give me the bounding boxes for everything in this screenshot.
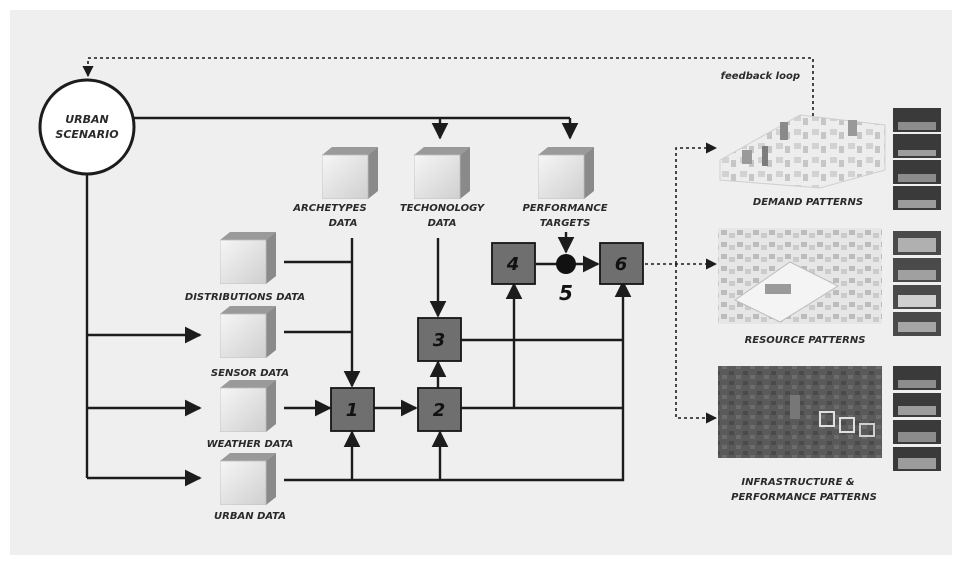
resource-patterns-image [718, 228, 882, 324]
technology-data-cube-icon [414, 147, 470, 199]
weather-label: WEATHER DATA [207, 439, 294, 450]
performance-label-2: TARGETS [540, 218, 591, 229]
feedback-loop-label: feedback loop [721, 71, 800, 82]
infrastructure-label-1: INFRASTRUCTURE & [741, 477, 854, 488]
archetypes-label-2: DATA [329, 218, 358, 229]
urban-scenario-label-2: SCENARIO [55, 128, 118, 141]
resource-patterns-label: RESOURCE PATTERNS [745, 335, 866, 346]
performance-label-1: PERFORMANCE [522, 203, 607, 214]
sensor-data-cube-icon [220, 306, 276, 358]
infrastructure-patterns-image [718, 366, 882, 458]
resource-patterns-charts [893, 231, 941, 336]
step-1-label: 1 [346, 400, 359, 421]
distributions-label: DISTRIBUTIONS DATA [185, 292, 305, 303]
sensor-label: SENSOR DATA [211, 368, 289, 379]
step-1-box [330, 387, 375, 432]
archetypes-data-cube-icon [322, 147, 378, 199]
urban-scenario-label-1: URBAN [65, 113, 109, 126]
weather-data-cube-icon [220, 380, 276, 432]
step-3-label: 3 [433, 330, 446, 351]
demand-patterns-image [719, 114, 886, 189]
step-2-box [417, 387, 462, 432]
step-5-node [556, 254, 576, 274]
step-6-label: 6 [615, 254, 628, 275]
technology-label-1: TECHONOLOGY [400, 203, 486, 214]
demand-patterns-label: DEMAND PATTERNS [753, 197, 863, 208]
step-6-box [599, 242, 644, 285]
connectors [85, 116, 632, 487]
output-connectors [645, 142, 718, 424]
urban-data-cube-icon [220, 453, 276, 505]
step-4-box [491, 242, 536, 285]
step-5-label: 5 [559, 281, 573, 305]
step-4-label: 4 [506, 254, 520, 275]
distributions-data-cube-icon [220, 232, 276, 284]
infrastructure-label-2: PERFORMANCE PATTERNS [731, 492, 877, 503]
infrastructure-patterns-charts [893, 366, 941, 471]
feedback-loop-connector [82, 57, 814, 152]
technology-label-2: DATA [428, 218, 457, 229]
archetypes-label-1: ARCHETYPES [292, 203, 366, 214]
demand-patterns-charts [893, 108, 941, 210]
urban-label: URBAN DATA [214, 511, 286, 522]
step-3-box [417, 317, 462, 362]
performance-targets-cube-icon [538, 147, 594, 199]
urban-scenario-node [38, 78, 136, 176]
step-2-label: 2 [433, 400, 446, 421]
